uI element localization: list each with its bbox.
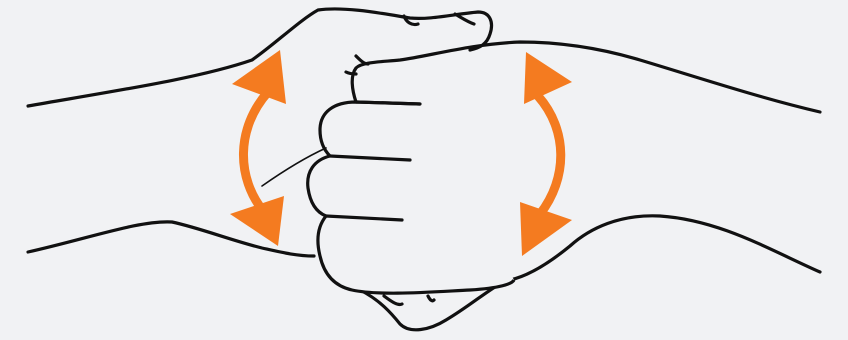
- right-finger-top-line: [356, 102, 420, 104]
